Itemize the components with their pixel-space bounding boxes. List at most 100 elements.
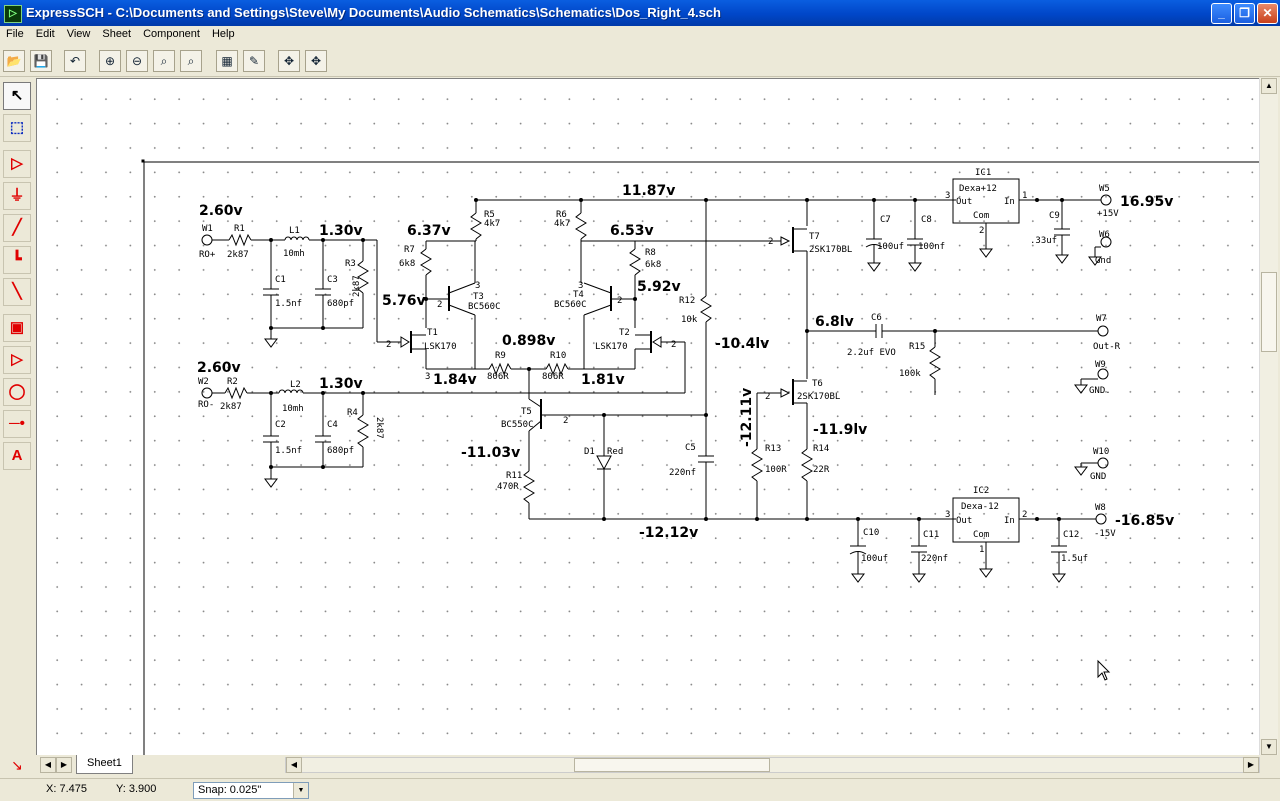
label-r4v: 2k87: [374, 417, 384, 439]
mouse-cursor-icon: [1097, 659, 1111, 681]
menu-file[interactable]: File: [6, 28, 24, 40]
diagonal-wire-icon[interactable]: ╲: [3, 278, 31, 306]
pointer-icon[interactable]: ↖: [3, 82, 31, 110]
horizontal-scroll-thumb[interactable]: [574, 758, 770, 772]
resistor-r11: [523, 470, 535, 504]
resistor-r3: [357, 260, 369, 294]
voltage-r12: -10.4lv: [715, 336, 769, 352]
vertical-scroll-thumb[interactable]: [1261, 272, 1277, 352]
edit-icon[interactable]: ✎: [243, 50, 265, 72]
select-area-icon[interactable]: ⬚: [3, 114, 31, 142]
zoom-fit-icon[interactable]: ⌕: [180, 50, 202, 72]
zoom-area-icon[interactable]: ⌕: [153, 50, 175, 72]
label-pin-t3b: 2: [437, 300, 442, 310]
voltage-t5: -11.03v: [461, 445, 520, 461]
terminal-w6: [1100, 236, 1112, 248]
close-button[interactable]: ✕: [1257, 3, 1278, 24]
zoom-out-icon[interactable]: ⊖: [126, 50, 148, 72]
label-r7: R7: [404, 245, 415, 255]
label-t2v: LSK170: [595, 342, 628, 352]
terminal-w8: [1095, 513, 1107, 525]
label-r8: R8: [645, 248, 656, 258]
voltage-w8: -16.85v: [1115, 513, 1174, 529]
cursor-x-readout: X: 7.475: [46, 783, 87, 795]
terminal-w10: [1097, 457, 1109, 469]
label-t3: T3: [473, 292, 484, 302]
scroll-left-icon[interactable]: ◀: [286, 757, 302, 773]
label-t4v: BC560C: [554, 300, 587, 310]
label-r6v: 4k7: [554, 219, 570, 229]
voltage-t6g: -12.11v: [739, 388, 755, 447]
label-w7: W7: [1096, 314, 1107, 324]
zoom-in-icon[interactable]: ⊕: [99, 50, 121, 72]
label-r3: R3: [345, 259, 356, 269]
snap-value: Snap: 0.025": [198, 784, 262, 796]
minimize-button[interactable]: _: [1211, 3, 1232, 24]
undo-icon[interactable]: ↶: [64, 50, 86, 72]
label-c4: C4: [327, 420, 338, 430]
app-icon: ▷: [4, 5, 22, 23]
properties-icon[interactable]: ▦: [216, 50, 238, 72]
component-box-icon[interactable]: ▣: [3, 314, 31, 342]
resistor-r8: [629, 248, 641, 276]
tab-next-icon[interactable]: ▶: [56, 757, 72, 773]
wire-icon[interactable]: ╱: [3, 214, 31, 242]
horizontal-scrollbar[interactable]: ◀ ▶: [285, 757, 1260, 773]
scroll-down-icon[interactable]: ▼: [1261, 739, 1277, 755]
tool-palette: ↖ ⬚ ▷ ⏚ ╱ ┗ ╲ ▣ ▷ ◯ ─• A: [0, 78, 34, 750]
chevron-down-icon[interactable]: ▼: [293, 783, 308, 798]
toolbar: 📂 💾 ↶ ⊕ ⊖ ⌕ ⌕ ▦ ✎ ✥ ✥: [0, 46, 1280, 77]
resistor-r4: [357, 414, 369, 448]
circle-icon[interactable]: ◯: [3, 378, 31, 406]
vertical-scrollbar[interactable]: ▲ ▼: [1259, 78, 1278, 755]
junction-icon[interactable]: ─•: [3, 410, 31, 438]
label-c6v: 2.2uf EVO: [847, 348, 896, 358]
voltage-in-top: 2.60v: [199, 203, 243, 219]
buffer-icon[interactable]: ▷: [3, 150, 31, 178]
voltage-t8: 6.53v: [610, 223, 654, 239]
label-ro-plus: RO+: [199, 250, 216, 260]
label-w10v: GND: [1090, 472, 1106, 482]
menu-component[interactable]: Component: [143, 28, 200, 40]
label-w8: W8: [1095, 503, 1106, 513]
schematic-canvas[interactable]: 2.60v 2.60v 1.30v 1.30v 5.76v 6.37v 11.8…: [36, 78, 1259, 756]
menu-view[interactable]: View: [66, 28, 91, 40]
label-pin-t3e: 3: [475, 281, 480, 291]
save-icon[interactable]: 💾: [30, 50, 52, 72]
label-pin-t1s: 3: [425, 372, 430, 382]
tab-sheet1[interactable]: Sheet1: [76, 755, 133, 774]
maximize-button[interactable]: ❐: [1234, 3, 1255, 24]
label-ic1-com: Com: [973, 211, 989, 221]
open-folder-icon[interactable]: 📂: [3, 50, 25, 72]
label-w5: W5: [1099, 184, 1110, 194]
pan-icon[interactable]: ✥: [278, 50, 300, 72]
snap-dropdown[interactable]: Snap: 0.025" ▼: [193, 782, 309, 799]
label-r5: R5: [484, 210, 495, 220]
corner-wire-icon[interactable]: ┗: [3, 246, 31, 274]
label-ic1-p2: 2: [979, 226, 984, 236]
label-w7v: Out-R: [1093, 342, 1121, 352]
label-d1v: Red: [607, 447, 623, 457]
text-icon[interactable]: A: [3, 442, 31, 470]
label-t1v: LSK170: [424, 342, 457, 352]
label-pin-t4b: 2: [617, 296, 622, 306]
menu-edit[interactable]: Edit: [35, 28, 55, 40]
pan-all-icon[interactable]: ✥: [305, 50, 327, 72]
menu-sheet[interactable]: Sheet: [102, 28, 132, 40]
label-c10: C10: [863, 528, 879, 538]
tab-prev-icon[interactable]: ◀: [40, 757, 56, 773]
label-ic2: IC2: [973, 486, 989, 496]
wire-mode-icon[interactable]: ↘: [11, 757, 23, 773]
triangle-icon[interactable]: ▷: [3, 346, 31, 374]
label-c5: C5: [685, 443, 696, 453]
menu-help[interactable]: Help: [211, 28, 235, 40]
scroll-right-icon[interactable]: ▶: [1243, 757, 1259, 773]
voltage-out: 6.8lv: [815, 314, 854, 330]
label-pin-t6g: 2: [765, 392, 770, 402]
voltage-l1-out: 1.30v: [319, 223, 363, 239]
label-ic2-com: Com: [973, 530, 989, 540]
label-ic2-out: Out: [956, 516, 972, 526]
scroll-up-icon[interactable]: ▲: [1261, 78, 1277, 94]
label-c4v: 680pf: [327, 446, 354, 456]
ground-icon[interactable]: ⏚: [3, 182, 31, 210]
